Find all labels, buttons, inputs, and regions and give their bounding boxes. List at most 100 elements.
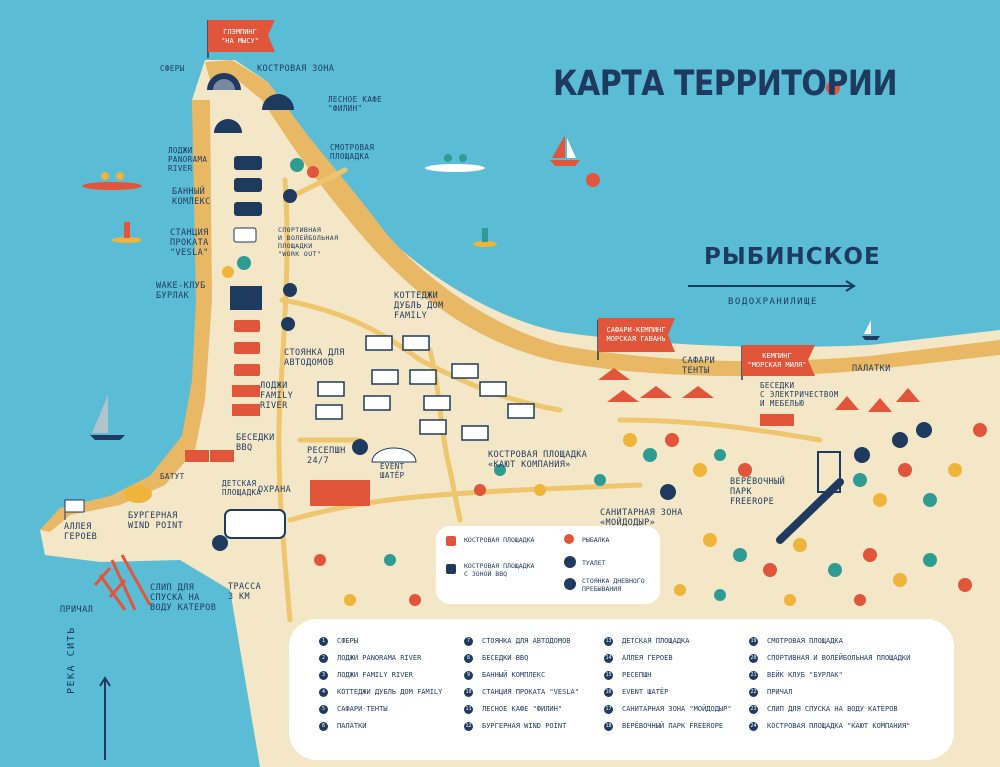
label-batut: БАТУТ — [160, 472, 185, 481]
label-sports: СПОРТИВНАЯ И ВОЛЕЙБОЛЬНАЯ ПЛОЩАДКИ "WORK… — [278, 226, 339, 258]
legend-item: СТОЯНКА ДЛЯ АВТОДОМОВ — [482, 637, 571, 645]
legend-item: БЕСЕДКИ BBQ — [482, 654, 529, 662]
toilet-icon — [212, 422, 932, 551]
legend-item: ВЕЙК КЛУБ "БУРЛАК" — [767, 671, 843, 679]
toilet-icon — [564, 556, 576, 568]
legend-number: 7 — [464, 637, 473, 646]
alley-flag — [64, 499, 85, 520]
legend-item: КОСТРОВАЯ ПЛОЩАДКА "КАЮТ КОМПАНИЯ" — [767, 722, 911, 730]
beach — [205, 60, 1000, 377]
label-lodges-family: ЛОДЖИ FAMILY RIVER — [260, 381, 294, 411]
flag-mile-text: КЕМПИНГ "МОРСКАЯ МИЛЯ" — [747, 352, 807, 369]
sup-icon — [112, 222, 142, 243]
gazebos-bbq — [185, 450, 234, 462]
lodges-panorama — [234, 156, 262, 216]
label-reception: РЕСЕПШН 24/7 — [307, 446, 346, 466]
legend-number: 2 — [319, 654, 328, 663]
label-pier: ПРИЧАЛ — [60, 605, 94, 615]
legend-item: ЛОДЖИ PANORAMA RIVER — [337, 654, 422, 662]
label-cottages: КОТТЕДЖИ ДУБЛЬ ДОМ FAMILY — [394, 291, 444, 321]
fishing-icon — [826, 81, 840, 95]
legend-item: EVENT ШАТЁР — [622, 688, 669, 696]
bbq-icon — [446, 564, 456, 574]
mini-legend-bbq: КОСТРОВАЯ ПЛОЩАДКА С ЗОНОЙ BBQ — [464, 562, 535, 578]
pier — [93, 554, 152, 611]
legend-number: 15 — [604, 671, 613, 680]
legend-item: СТАНЦИЯ ПРОКАТА "VESLA" — [482, 688, 579, 696]
mini-legend-parking: СТОЯНКА ДНЕВНОГО ПРЕБЫВАНИЯ — [582, 577, 645, 593]
legend-number: 24 — [749, 722, 758, 731]
sailboat-icon — [550, 135, 580, 166]
label-burger: БУРГЕРНАЯ WIND POINT — [128, 511, 184, 531]
legend-item: СПОРТИВНАЯ И ВОЛЕЙБОЛЬНАЯ ПЛОЩАДКИ — [767, 654, 911, 662]
fishing-icon — [564, 534, 574, 544]
legend-number: 23 — [749, 705, 758, 714]
label-highway: ТРАССА 3 КМ — [228, 582, 262, 602]
legend-number: 8 — [464, 654, 473, 663]
fishing-icon — [586, 173, 600, 187]
cottages — [315, 335, 535, 441]
label-kids: ДЕТСКАЯ ПЛОЩАДКА — [222, 479, 262, 497]
legend-item: СФЕРЫ — [337, 637, 359, 645]
legend-item: РЕСЕПШН — [622, 671, 652, 679]
trees — [222, 158, 987, 606]
legend-number: 5 — [319, 705, 328, 714]
mini-legend: КОСТРОВАЯ ПЛОЩАДКА КОСТРОВАЯ ПЛОЩАДКА С … — [436, 526, 660, 604]
legend-item: САНИТАРНАЯ ЗОНА "МОЙДОДЫР" — [622, 705, 732, 713]
legend-number: 19 — [749, 637, 758, 646]
legend-number: 21 — [749, 671, 758, 680]
rv-vans — [234, 320, 260, 376]
bath-building — [233, 227, 257, 243]
event-tent — [371, 447, 417, 463]
roads — [276, 167, 823, 623]
safari-tents — [598, 368, 714, 402]
legend-item: БУРГЕРНАЯ WIND POINT — [482, 722, 567, 730]
label-spheres: СФЕРЫ — [160, 64, 185, 73]
label-observation: СМОТРОВАЯ ПЛОЩАДКА — [330, 143, 375, 161]
parking-icon — [281, 189, 297, 331]
legend-item: ЛОДЖИ FAMILY RIVER — [337, 671, 413, 679]
legend-item: КОТТЕДЖИ ДУБЛЬ ДОМ FAMILY — [337, 688, 443, 696]
label-rental: СТАНЦИЯ ПРОКАТА "VESLA" — [170, 228, 209, 258]
legend-item: БАННЫЙ КОМПЛЕКС — [482, 671, 546, 679]
lake-name: РЫБИНСКОЕ — [704, 244, 881, 270]
legend-number: 22 — [749, 688, 758, 697]
security-building — [310, 480, 370, 506]
legend-number: 4 — [319, 688, 328, 697]
legend-number: 20 — [749, 654, 758, 663]
flag-glamping — [207, 20, 275, 58]
label-gazebos-elec: БЕСЕДКИ С ЭЛЕКТРИЧЕСТВОМ И МЕБЕЛЬЮ — [760, 381, 839, 408]
legend-item: ПРИЧАЛ — [767, 688, 793, 696]
flag-safari-text: САФАРИ-КЕМПИНГ МОРСКАЯ ГАВАНЬ — [606, 326, 666, 343]
legend-number: 16 — [604, 688, 613, 697]
kayak-icon — [425, 154, 485, 172]
legend-number: 18 — [604, 722, 613, 731]
label-wake: WAKE-КЛУБ БУРЛАК — [156, 281, 206, 301]
burger-icon — [124, 485, 152, 503]
label-sanitary: САНИТАРНАЯ ЗОНА «МОЙДОДЫР» — [600, 508, 683, 528]
label-safari-tents: САФАРИ ТЕНТЫ — [682, 356, 716, 376]
legend-number: 9 — [464, 671, 473, 680]
legend-number: 17 — [604, 705, 613, 714]
legend-number: 11 — [464, 705, 473, 714]
mini-legend-fishing: РЫБАЛКА — [582, 536, 610, 544]
legend-item: СМОТРОВАЯ ПЛОЩАДКА — [767, 637, 843, 645]
label-security: ОХРАНА — [258, 485, 292, 495]
legend-item: ДЕТСКАЯ ПЛОЩАДКА — [622, 637, 690, 645]
sailboat-icon — [862, 320, 880, 340]
legend-item: ВЕРЁВОЧНЫЙ ПАРК FREEROPE — [622, 722, 724, 730]
label-rv: СТОЯНКА ДЛЯ АВТОДОМОВ — [284, 348, 345, 368]
mini-legend-fire: КОСТРОВАЯ ПЛОЩАДКА — [464, 536, 535, 544]
parking-lot — [224, 509, 286, 539]
legend-item: СЛИП ДЛЯ СПУСКА НА ВОДУ КАТЕРОВ — [767, 705, 898, 713]
label-bath: БАННЫЙ КОМЛЕКС — [172, 187, 211, 207]
legend-number: 3 — [319, 671, 328, 680]
kayak-icon — [82, 172, 142, 190]
legend-number: 14 — [604, 654, 613, 663]
sailboat-icon — [90, 395, 125, 440]
label-forest-cafe: ЛЕСНОЕ КАФЕ "ФИЛИН" — [328, 95, 383, 113]
label-fire-cabin: КОСТРОВАЯ ПЛОЩАДКА «КАЮТ КОМПАНИЯ» — [488, 450, 588, 470]
legend-number: 6 — [319, 722, 328, 731]
